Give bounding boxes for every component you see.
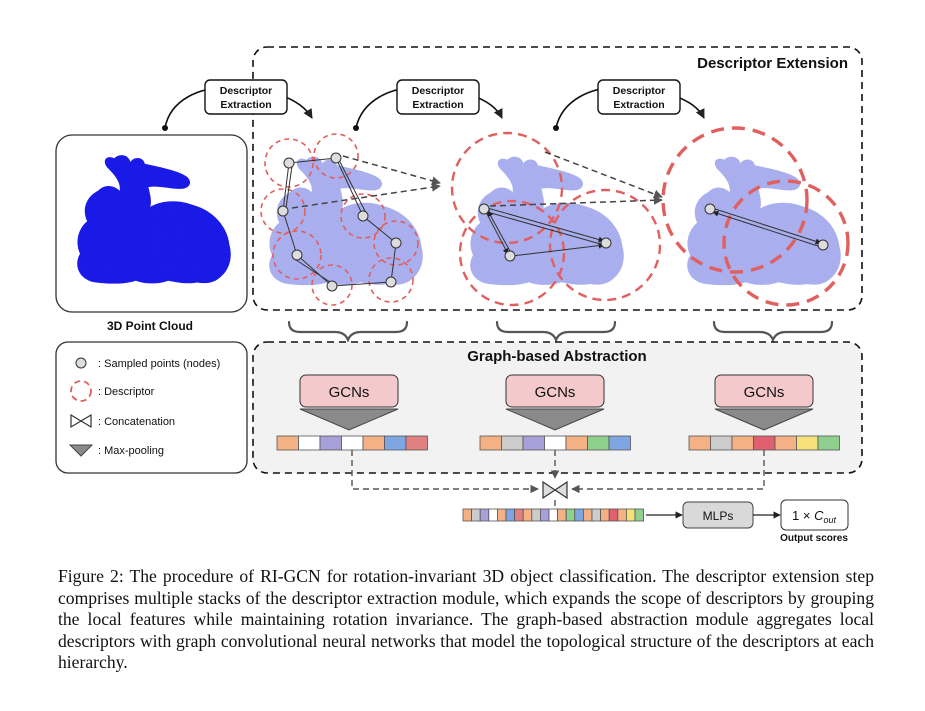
gcn-block-1: GCNs [299, 374, 399, 431]
stage-2-descriptors [450, 131, 662, 307]
feature-cell [544, 435, 567, 451]
figure-caption: Figure 2: The procedure of RI-GCN for ro… [58, 566, 874, 672]
gcn-label-2: GCNs [535, 384, 576, 401]
feature-cell [479, 508, 490, 522]
legend-descriptor-icon [70, 380, 92, 402]
concatenation-icon [542, 480, 568, 500]
feature-cell [531, 508, 541, 522]
stage-2-graph [483, 206, 605, 257]
figure-diagram: Descriptor Extension 3D Point Cloud Desc… [55, 46, 863, 544]
concatenated-feature-bar [462, 508, 645, 522]
feature-cell [384, 435, 407, 451]
feature-cell [574, 508, 584, 522]
feature-cell [583, 508, 593, 522]
stage-3-nodes [704, 203, 829, 251]
extraction-label-1: Descriptor [220, 85, 273, 97]
concat-connectors [351, 450, 765, 510]
legend-node-icon [75, 357, 87, 369]
gcn-label-1: GCNs [329, 384, 370, 401]
feature-cell [626, 508, 636, 522]
feature-cell [488, 508, 498, 522]
extraction-step-2: Descriptor Extraction [353, 79, 503, 131]
feature-cell [522, 508, 533, 522]
feature-bar-2 [479, 435, 631, 451]
gcn-block-2: GCNs [505, 374, 605, 431]
mlp-label: MLPs [703, 509, 734, 523]
feature-cell [608, 435, 631, 451]
feature-cell [471, 508, 481, 522]
legend-maxpool-icon [68, 444, 94, 457]
extraction-step-1: Descriptor Extraction [162, 79, 313, 131]
mlp-block: MLPs [682, 501, 754, 529]
stage-2-nodes [478, 203, 612, 262]
feature-cell [276, 435, 299, 451]
stage-1-nodes [277, 152, 402, 292]
output-sub: out [823, 515, 836, 525]
legend-descriptor: : Descriptor [98, 386, 155, 398]
feature-cell [587, 435, 610, 451]
feature-cell [362, 435, 385, 451]
feature-cell [548, 508, 559, 522]
feature-cell [591, 508, 602, 522]
feature-cell [540, 508, 550, 522]
legend-concat-icon [70, 413, 92, 429]
extraction-label-2: Descriptor [412, 85, 465, 97]
bunny-stage-1 [269, 156, 423, 286]
stage-3-graph [711, 207, 822, 248]
feature-cell [557, 508, 567, 522]
feature-cell [817, 435, 840, 451]
output-prefix: 1 × [792, 508, 810, 523]
feature-cell [514, 508, 524, 522]
feature-cell [522, 435, 545, 451]
graph-abstraction-title: Graph-based Abstraction [467, 348, 646, 365]
feature-cell [796, 435, 819, 451]
feature-cell [753, 435, 776, 451]
feature-cell [298, 435, 321, 451]
legend: : Sampled points (nodes) : Descriptor : … [55, 341, 248, 474]
feature-cell [565, 508, 576, 522]
point-cloud-label: 3D Point Cloud [107, 319, 193, 333]
feature-cell [319, 435, 342, 451]
stage-3-descriptors [661, 126, 850, 307]
legend-maxpool: : Max-pooling [98, 445, 164, 457]
feature-cell [479, 435, 502, 451]
feature-cell [710, 435, 733, 451]
feature-cell [341, 435, 364, 451]
svg-text:1 × Cout: 1 × Cout [792, 508, 836, 525]
extraction-step-3: Descriptor Extraction [553, 79, 705, 131]
legend-concat: : Concatenation [98, 416, 175, 428]
extraction-label-1b: Extraction [220, 99, 271, 111]
stage-braces [287, 320, 834, 344]
feature-cell [774, 435, 797, 451]
feature-cell [496, 508, 507, 522]
feature-cell [608, 508, 619, 522]
feature-cell [731, 435, 754, 451]
feature-cell [501, 435, 524, 451]
feature-cell [505, 508, 516, 522]
feature-cell [688, 435, 711, 451]
gcn-label-3: GCNs [744, 384, 785, 401]
descriptor-extension-title: Descriptor Extension [697, 55, 848, 72]
feature-cell [600, 508, 610, 522]
feature-cell [617, 508, 627, 522]
feature-cell [634, 508, 645, 522]
gcn-block-3: GCNs [714, 374, 814, 431]
descriptor-extension-box [252, 46, 863, 311]
feature-cell [565, 435, 588, 451]
feature-bar-3 [688, 435, 840, 451]
extraction-label-2b: Extraction [412, 99, 463, 111]
feature-cell [462, 508, 473, 522]
extraction-label-3: Descriptor [613, 85, 666, 97]
legend-sampled: : Sampled points (nodes) [98, 358, 220, 370]
stage-1-to-2-arrows [291, 155, 441, 209]
feature-bar-1 [276, 435, 428, 451]
output-var: C [814, 508, 824, 523]
extraction-label-3b: Extraction [613, 99, 664, 111]
output-caption: Output scores [780, 533, 848, 544]
output-block: 1 × Cout Output scores [780, 499, 849, 544]
stage-2-to-3-arrows [489, 151, 663, 207]
feature-cell [405, 435, 428, 451]
